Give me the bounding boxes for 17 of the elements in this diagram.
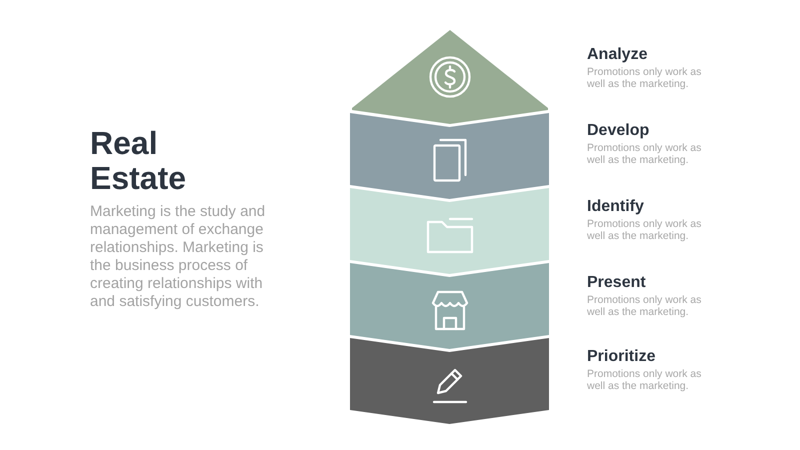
arrow-tip-block	[352, 30, 548, 124]
title: Real Estate	[90, 126, 188, 196]
step-description: Promotions only work as well as the marketing.	[587, 218, 702, 242]
step-heading: Analyze	[587, 46, 648, 64]
step-heading: Present	[587, 274, 646, 292]
description-paragraph: Marketing is the study and management of exchange relationships. Marketing is the business process of creating relationships with and satisfying customers.	[90, 203, 266, 311]
step-description: Promotions only work as well as the marketing.	[587, 66, 702, 90]
step-description: Promotions only work as well as the marketing.	[587, 368, 702, 392]
step-heading: Develop	[587, 122, 650, 140]
chevron-block	[350, 188, 549, 274]
chevron-block	[350, 263, 549, 349]
step-description: Promotions only work as well as the marketing.	[587, 142, 702, 166]
step-heading: Identify	[587, 198, 644, 216]
chevron-block	[350, 338, 549, 424]
step-description: Promotions only work as well as the marketing.	[587, 294, 702, 318]
chevron-block	[350, 113, 549, 199]
step-heading: Prioritize	[587, 348, 656, 366]
